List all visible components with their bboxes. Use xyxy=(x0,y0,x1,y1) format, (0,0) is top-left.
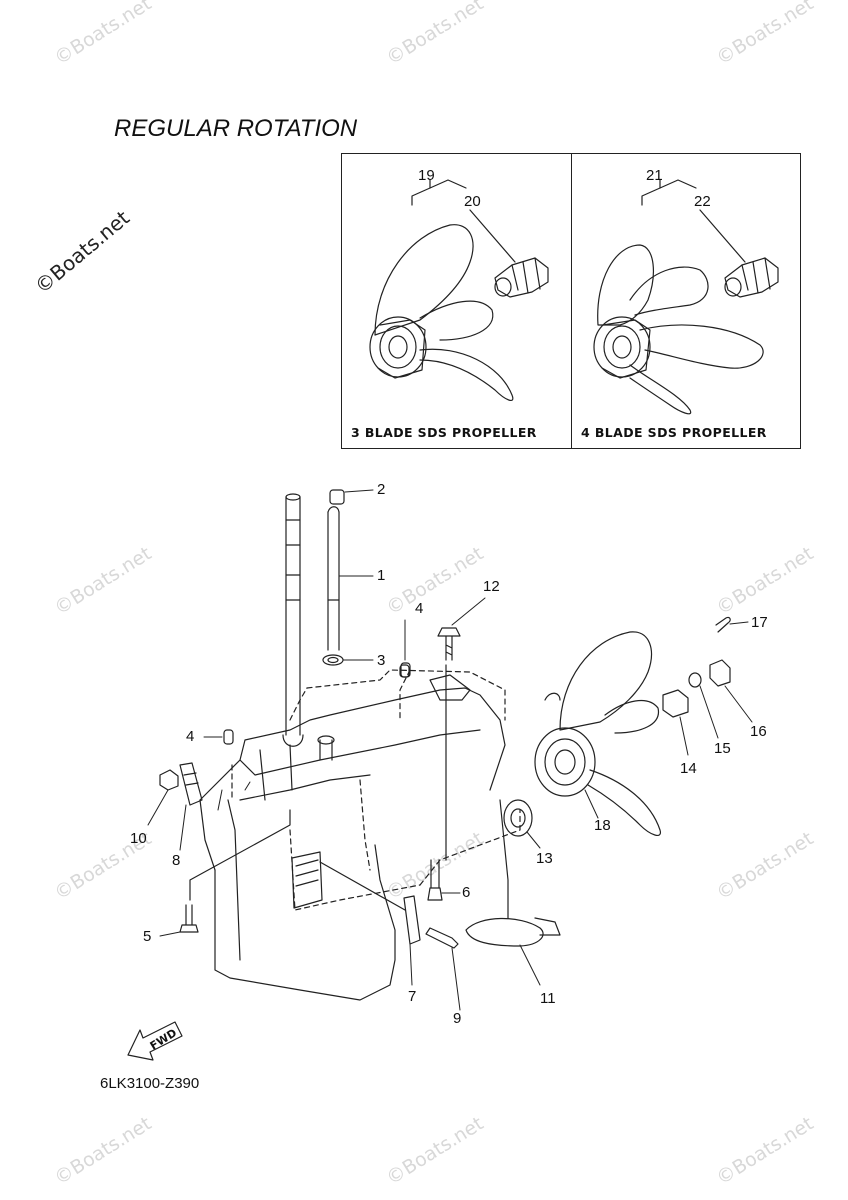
gear-case-drawing xyxy=(199,664,506,1001)
callout-16: 16 xyxy=(750,723,767,740)
dowel-pin-4-lower-drawing xyxy=(223,729,234,745)
castle-nut-16-drawing xyxy=(709,659,731,687)
callout-8: 8 xyxy=(172,852,181,869)
cotter-pin-17-drawing xyxy=(715,616,731,633)
callout-19-20-lines xyxy=(411,179,516,263)
callout-12: 12 xyxy=(483,578,500,595)
callout-10: 10 xyxy=(130,830,147,847)
callout-3: 3 xyxy=(377,652,386,669)
inset-caption: 3 BLADE SDS PROPELLER xyxy=(351,425,537,440)
trim-tab-11-drawing xyxy=(465,917,561,947)
callout-5: 5 xyxy=(143,928,152,945)
anode-8-drawing xyxy=(179,762,203,806)
guide-line-7 xyxy=(319,861,406,911)
spacer-13-inner xyxy=(510,808,526,828)
inset-box-4-blade: 4 BLADE SDS PROPELLER xyxy=(571,153,801,449)
callout-17: 17 xyxy=(751,614,768,631)
nut-10-drawing xyxy=(159,769,179,791)
spacer-14-drawing xyxy=(662,689,689,718)
guide-line-5 xyxy=(189,809,291,901)
thrust-hub-20-drawing xyxy=(494,257,549,298)
propeller-4-blade-drawing xyxy=(593,244,764,415)
leader-lines xyxy=(147,489,753,1011)
spacer-13-drawing xyxy=(503,799,533,837)
drive-shaft-drawing xyxy=(282,493,304,747)
callout-21: 21 xyxy=(646,167,663,184)
propeller-3-blade-drawing xyxy=(369,224,514,402)
callout-22: 22 xyxy=(694,193,711,210)
callout-4-upper: 4 xyxy=(415,600,424,617)
thrust-hub-22-drawing xyxy=(724,257,779,298)
diagram-code: 6LK3100-Z390 xyxy=(100,1075,200,1092)
callout-13: 13 xyxy=(536,850,553,867)
callout-9: 9 xyxy=(453,1010,462,1027)
callout-11: 11 xyxy=(540,990,556,1007)
guide-line-11 xyxy=(499,799,509,919)
callout-15: 15 xyxy=(714,740,731,757)
anode-7-drawing xyxy=(403,895,421,945)
callout-19: 19 xyxy=(418,167,435,184)
bolt-12-drawing xyxy=(437,627,461,661)
bolt-9-drawing xyxy=(425,927,459,949)
fwd-arrow-icon xyxy=(127,1021,183,1061)
callout-20: 20 xyxy=(464,193,481,210)
callout-4-lower: 4 xyxy=(186,728,195,745)
callout-6: 6 xyxy=(462,884,471,901)
callout-18: 18 xyxy=(594,817,611,834)
callout-21-22-lines xyxy=(641,179,746,263)
water-pipe-drawing xyxy=(322,489,345,666)
dowel-pin-4-upper-drawing xyxy=(400,662,411,678)
dashed-assembly-lines xyxy=(231,669,521,911)
bolt-5-drawing xyxy=(179,904,199,933)
bolt-6-drawing xyxy=(427,859,443,901)
page-title: REGULAR ROTATION xyxy=(114,115,358,142)
callout-14: 14 xyxy=(680,760,697,777)
callout-1: 1 xyxy=(377,567,386,584)
callout-7: 7 xyxy=(408,988,417,1005)
washer-15-drawing xyxy=(688,672,702,688)
propeller-18-drawing xyxy=(534,631,662,837)
callout-2: 2 xyxy=(377,481,386,498)
inset-caption: 4 BLADE SDS PROPELLER xyxy=(581,425,767,440)
